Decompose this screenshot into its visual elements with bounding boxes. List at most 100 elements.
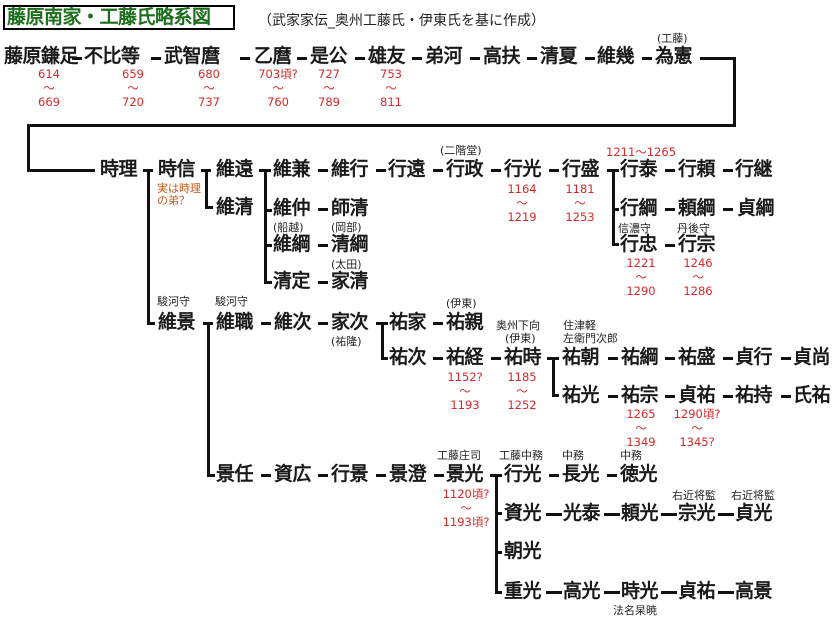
connector-line [433,357,443,360]
connector-line [604,513,620,516]
person-kamatari: 藤原鎌足 [4,45,79,67]
years-yukitada: 1221～1290 [626,256,656,298]
person-sukechika: 祐親 [446,311,484,333]
connector-line [495,512,502,515]
person-sadatsuna: 貞綱 [737,197,775,219]
person-korekiyo: 維清 [216,196,254,218]
person-sukemochi: 祐持 [735,384,773,406]
connector-line [495,474,498,594]
years-kamatari: 614～669 [38,67,60,109]
connector-line [665,395,675,398]
connector-line [552,357,555,397]
connector-line [355,57,365,60]
connector-line [381,322,384,360]
annotation-oshu-gekou: 奥州下向 [496,319,540,332]
years-yukimune: 1246～1286 [683,256,713,298]
connector-line [240,57,250,60]
annotation-homyo: 法名杲暁 [613,604,657,617]
connector-line [72,57,82,60]
connector-line [318,281,328,284]
connector-line [376,474,386,477]
connector-line [27,124,30,172]
connector-line [381,357,388,360]
person-ujisuke: 氏祐 [793,384,831,406]
person-takakage: 高景 [735,580,773,602]
person-korekane: 維兼 [273,158,311,180]
chart-subtitle: （武家家伝_奥州工藤氏・伊東氏を基に作成） [258,13,545,29]
connector-line [549,169,559,172]
annotation-funakoshi: (船越) [273,221,304,234]
person-shigemitsu: 重光 [504,580,542,602]
person-sadasuke-2: 貞祐 [678,580,716,602]
person-kagemitsu: 景光 [446,463,484,485]
connector-line [318,322,328,325]
person-takasuke: 高扶 [483,45,521,67]
person-yukimune: 行宗 [678,233,716,255]
connector-line [718,591,734,594]
person-suketomo: 祐朝 [562,346,600,368]
annotation-ukon-1: 右近将監 [672,489,716,502]
person-yukitsuna: 行綱 [620,197,658,219]
person-tamenori: 為憲 [655,45,693,67]
connector-line [207,474,215,477]
connector-line [491,169,501,172]
annotation-kudo-shoji: 工藤庄司 [437,449,481,462]
person-muchimaro: 武智麿 [164,45,220,67]
connector-line [661,513,677,516]
connector-line [261,322,271,325]
connector-line [661,591,677,594]
connector-line [585,57,595,60]
connector-line [470,57,480,60]
connector-line [718,513,734,516]
connector-line [318,169,328,172]
connector-line [665,208,675,211]
connector-line [27,124,736,127]
connector-line [412,57,422,60]
person-yukikage: 行景 [331,463,369,485]
person-koretsuna: 維綱 [273,233,311,255]
person-yukitsugu: 行継 [735,158,773,180]
annotation-saemon-jiro: 左衛門次郎 [563,332,618,345]
person-yoritsuna: 頼綱 [678,197,716,219]
connector-line [433,169,443,172]
connector-line [612,243,619,246]
person-kageto: 景任 [216,463,254,485]
person-kiyosada: 清定 [273,270,311,292]
years-otomaro: 703頃?～760 [258,67,298,109]
annotation-nakatsukasa-2: 中務 [620,449,642,462]
connector-line [207,322,210,477]
annotation-ukon-2: 右近将監 [731,489,775,502]
connector-line [376,169,386,172]
years-fuhito: 659～720 [122,67,144,109]
person-koremoto: 維職 [216,311,254,333]
annotation-ito-1: (伊東) [446,297,477,310]
connector-line [612,208,619,211]
person-sadanao: 貞尚 [793,346,831,368]
annotation-surugamori-1: 駿河守 [157,295,190,308]
connector-line [612,169,615,246]
person-yukiyasu: 行泰 [620,158,658,180]
connector-line [781,357,791,360]
annotation-nikaido: (二階堂) [440,144,482,157]
connector-line [552,394,559,397]
person-kiyotsuna: 清綱 [331,233,369,255]
connector-line [549,474,559,477]
years-muchimaro: 680～737 [198,67,220,109]
connector-line [723,169,733,172]
annotation-shinano: 信濃守 [618,222,651,235]
years-kagemitsu: 1120頃?～1193頃? [442,487,490,529]
connector-line [27,169,95,172]
person-mitsuyasu: 光泰 [563,502,601,524]
connector-line [723,395,733,398]
person-yukimori: 行盛 [562,158,600,180]
annotation-ota: (太田) [331,258,362,271]
connector-line [264,244,272,247]
years-sukemune: 1265～1349 [626,407,656,449]
years-yukiyasu: 1211～1265 [606,145,677,159]
person-suketsune: 祐経 [446,346,484,368]
connector-line [318,208,328,211]
person-koretoo: 維遠 [216,158,254,180]
connector-line [665,244,675,247]
years-otomo: 753～811 [380,67,402,109]
connector-line [147,322,155,325]
